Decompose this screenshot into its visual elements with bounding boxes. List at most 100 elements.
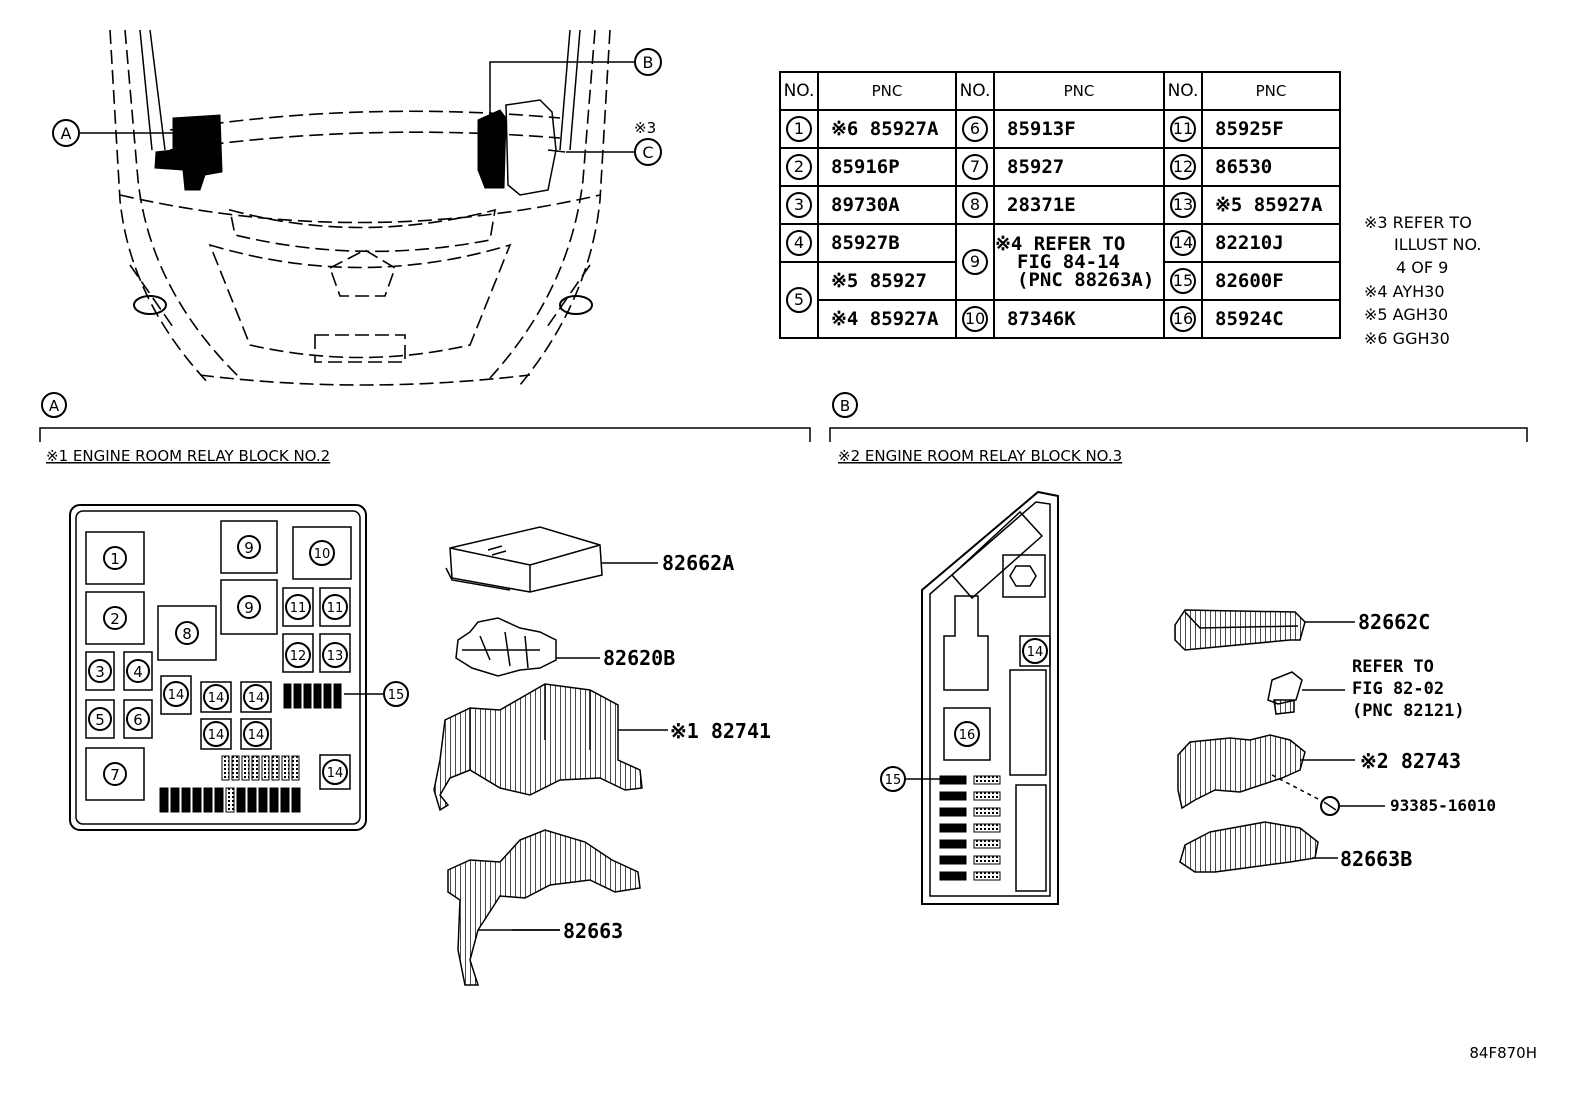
svg-text:A: A <box>49 397 60 415</box>
pnc-table: NO. PNC NO. PNC NO. PNC 1 ※6 85927A 6 85… <box>779 71 1341 339</box>
pnc-value: 87346K <box>993 299 1165 339</box>
svg-text:9: 9 <box>244 539 254 557</box>
svg-text:※6 GGH30: ※6 GGH30 <box>1364 329 1450 348</box>
part-82662c-cover <box>1174 609 1355 651</box>
svg-text:14: 14 <box>208 691 225 706</box>
part-82663-lower-case <box>447 829 641 986</box>
part-93385-label: 93385-16010 <box>1390 796 1496 815</box>
item-number: 6 <box>962 116 988 142</box>
item-number: 3 <box>786 192 812 218</box>
pnc-value: 82600F <box>1201 261 1341 301</box>
svg-text:15: 15 <box>388 688 405 703</box>
refer-line-1: REFER TO <box>1352 657 1434 677</box>
svg-text:14: 14 <box>208 728 225 743</box>
item-number: 2 <box>786 154 812 180</box>
header-no-1: NO. <box>779 71 819 111</box>
svg-text:14: 14 <box>1027 645 1044 660</box>
item-number: 13 <box>1170 192 1196 218</box>
table-row: 4 85927B 9 ※4 REFER TO FIG 84-14 (PNC 88… <box>779 223 1341 301</box>
header-pnc-2: PNC <box>993 71 1165 111</box>
table-row: 3 89730A 8 28371E 13 ※5 85927A <box>779 185 1341 225</box>
header-no-2: NO. <box>955 71 995 111</box>
header-pnc-1: PNC <box>817 71 957 111</box>
svg-text:4: 4 <box>133 663 143 681</box>
diagram-code: 84F870H <box>1469 1044 1537 1062</box>
pnc-value: 85927B <box>817 223 957 263</box>
svg-text:11: 11 <box>327 601 344 616</box>
svg-text:B: B <box>643 53 654 72</box>
svg-text:13: 13 <box>327 649 344 664</box>
pnc-value: 86530 <box>1201 147 1341 187</box>
pnc-value: ※6 85927A <box>817 109 957 149</box>
svg-text:12: 12 <box>290 649 307 664</box>
section-b-header: B ※2 ENGINE ROOM RELAY BLOCK NO.3 <box>829 392 1528 465</box>
item-number: 4 <box>786 230 812 256</box>
svg-text:14: 14 <box>248 691 265 706</box>
pnc-value: 89730A <box>817 185 957 225</box>
item-number: 1 <box>786 116 812 142</box>
table-row: 1 ※6 85927A 6 85913F 11 85925F <box>779 109 1341 149</box>
section-a-header: A ※1 ENGINE ROOM RELAY BLOCK NO.2 <box>39 392 811 465</box>
pnc-value: 28371E <box>993 185 1165 225</box>
svg-text:6: 6 <box>133 711 143 729</box>
relay-block-3-slot-labels: 14 15 16 <box>880 638 1048 792</box>
item-number: 16 <box>1170 306 1196 332</box>
svg-text:15: 15 <box>885 773 902 788</box>
pnc-value: ※5 85927A <box>1201 185 1341 225</box>
relay-block-3-layout <box>906 490 1059 905</box>
callout-c-note-mark: ※3 <box>634 119 656 137</box>
svg-text:16: 16 <box>959 728 976 743</box>
svg-text:14: 14 <box>327 766 344 781</box>
table-row: ※4 85927A 10 87346K 16 85924C <box>780 299 1341 339</box>
part-82620b-bracket <box>455 617 600 677</box>
svg-text:A: A <box>61 124 72 143</box>
part-82620b-label: 82620B <box>603 646 675 670</box>
svg-text:14: 14 <box>168 688 185 703</box>
svg-text:7: 7 <box>110 766 120 784</box>
svg-text:11: 11 <box>290 601 307 616</box>
refer-text: (PNC 88263A) <box>1017 269 1155 291</box>
svg-text:C: C <box>642 143 653 162</box>
item-number: 7 <box>962 154 988 180</box>
relay-block-2-slot-labels: 1 2 3 4 5 6 7 8 9 9 10 11 11 12 13 14 14… <box>88 535 409 786</box>
part-82662a-label: 82662A <box>662 551 734 575</box>
svg-text:※3 REFER TO: ※3 REFER TO <box>1364 213 1472 232</box>
svg-text:4 OF 9: 4 OF 9 <box>1396 258 1448 277</box>
svg-text:9: 9 <box>244 599 254 617</box>
part-93385-bolt <box>1320 796 1385 816</box>
callout-c: C <box>634 138 662 166</box>
pnc-value: ※4 85927A <box>817 299 957 339</box>
svg-text:1: 1 <box>110 550 120 568</box>
refer-text: ※4 REFER TO <box>995 233 1126 255</box>
part-labels-a: 82662A 82620B ※1 82741 82663 <box>563 551 771 943</box>
svg-text:3: 3 <box>95 663 105 681</box>
part-82121-relay-ref <box>1267 671 1345 715</box>
part-82662c-label: 82662C <box>1358 610 1430 634</box>
notes: ※3 REFER TO ILLUST NO. 4 OF 9 ※4 AYH30 ※… <box>1364 213 1481 348</box>
callout-b: B <box>634 48 662 76</box>
table-header-row: NO. PNC NO. PNC NO. PNC <box>779 71 1341 111</box>
part-82663b-lower-case <box>1179 821 1338 873</box>
pnc-refer-cell: ※4 REFER TO FIG 84-14 (PNC 88263A) <box>993 223 1165 301</box>
item-number: 11 <box>1170 116 1196 142</box>
pnc-value: 85913F <box>993 109 1165 149</box>
pnc-value: 85924C <box>1201 299 1341 339</box>
svg-text:2: 2 <box>110 610 120 628</box>
part-82663-label: 82663 <box>563 919 623 943</box>
part-82741-relay-block <box>433 683 668 812</box>
table-row: 2 85916P 7 85927 12 86530 <box>779 147 1341 187</box>
callout-a: A <box>52 119 80 147</box>
refer-line-2: FIG 82-02 <box>1352 679 1444 699</box>
part-82662a-cover <box>445 526 658 593</box>
svg-text:5: 5 <box>95 711 105 729</box>
pnc-value: ※5 85927 <box>817 261 957 301</box>
item-number: 15 <box>1170 268 1196 294</box>
car-front-view <box>80 29 634 386</box>
item-number: 9 <box>962 249 988 275</box>
part-labels-b: 82662C REFER TO FIG 82-02 (PNC 82121) ※2… <box>1340 610 1496 871</box>
item-number: 8 <box>962 192 988 218</box>
part-82741-label: ※1 82741 <box>670 719 771 743</box>
item-number: 12 <box>1170 154 1196 180</box>
svg-text:10: 10 <box>314 547 331 562</box>
